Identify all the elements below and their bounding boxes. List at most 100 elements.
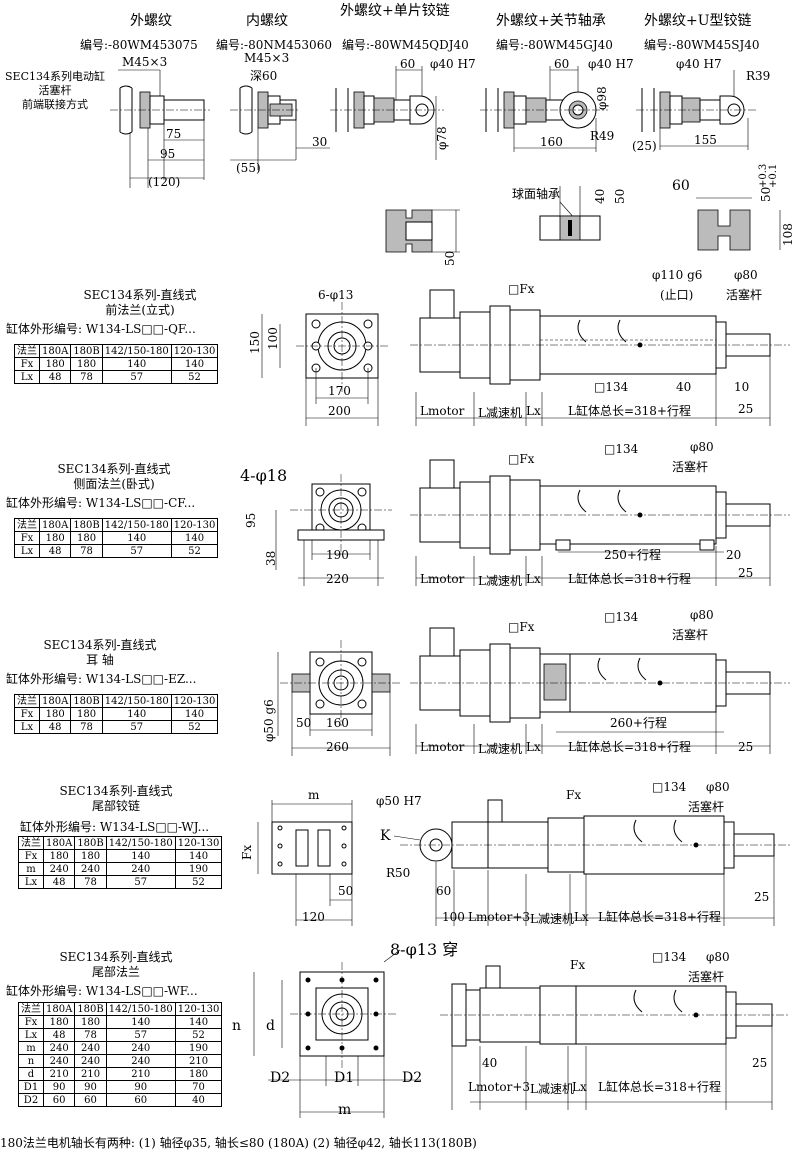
s4-phi80: φ80: [706, 780, 730, 794]
dim-phi40-clevis: φ40 H7: [430, 57, 476, 71]
table-cell: 190: [174, 1041, 223, 1055]
section2-title-1: SEC134系列-直线式: [57, 462, 171, 476]
s2-lmotor: Lmotor: [420, 572, 465, 586]
table-cell: 180B: [70, 518, 103, 532]
table-cell: 240: [42, 862, 76, 876]
dim-phi78: φ78: [435, 126, 449, 150]
section3-title: SEC134系列-直线式 耳 轴: [0, 638, 200, 668]
table-cell: 180: [38, 357, 72, 371]
table-cell: 240: [74, 862, 107, 876]
dim-phi40-u: φ40 H7: [676, 57, 722, 71]
s5-rod: 活塞杆: [688, 970, 725, 984]
section1-title: SEC134系列-直线式 前法兰(立式): [40, 288, 240, 318]
table-cell: 180A: [38, 694, 72, 708]
dim-30: 30: [312, 135, 327, 149]
dim-50-clevis: 50: [443, 251, 457, 266]
section2-code: 缸体外形编号: W134-LS□□-CF...: [6, 496, 196, 510]
dim-25: (25): [632, 139, 657, 153]
table-cell: 78: [74, 1028, 107, 1042]
table-cell: m: [18, 1041, 44, 1055]
s3-phi50: φ50 g6: [262, 699, 276, 742]
table-cell: 48: [38, 544, 72, 558]
u-clevis-detail: 60 50 +0.3 +0.1 108: [672, 164, 795, 251]
table-cell: 57: [101, 370, 172, 384]
s4-d50: 50: [338, 884, 354, 898]
s5-phi80: φ80: [706, 950, 730, 964]
table-cell: 240: [42, 1041, 76, 1055]
table-cell: 142/150-180: [105, 836, 176, 850]
internal-thread-sketch: M45×3 深60 (55) 30: [230, 51, 330, 175]
dim-55: (55): [236, 161, 261, 175]
dim-phi98: φ98: [595, 86, 609, 110]
table-cell: 52: [170, 370, 219, 384]
s5-n: n: [232, 1018, 242, 1034]
table-cell: Lx: [14, 720, 40, 734]
section2-cylinder: [410, 459, 790, 586]
rod-end-title-line3: 前端联接方式: [22, 98, 88, 111]
table-cell: 180: [38, 707, 72, 721]
table-cell: 140: [174, 1015, 223, 1029]
table-cell: 240: [42, 1054, 76, 1068]
s3-d160: 160: [326, 716, 349, 730]
dim-deep60: 深60: [250, 69, 277, 83]
s4-d60: 60: [436, 884, 452, 898]
section3-title-1: SEC134系列-直线式: [43, 638, 157, 652]
label-k: K: [380, 828, 391, 844]
table-cell: 180B: [74, 836, 107, 850]
section3-cylinder: [410, 627, 790, 754]
section5-title-1: SEC134系列-直线式: [59, 950, 173, 964]
table-cell: Fx: [14, 707, 40, 721]
dim-60-clevis: 60: [400, 57, 415, 71]
table-cell: 180: [38, 531, 72, 545]
s3-lx: Lx: [526, 740, 541, 754]
table-cell: Lx: [18, 1028, 44, 1042]
s1-rod: 活塞杆: [726, 288, 763, 302]
section4-code: 缸体外形编号: W134-LS□□-WJ...: [20, 820, 210, 834]
dim-108: 108: [781, 223, 795, 246]
table-cell: 90: [74, 1080, 107, 1094]
table-cell: D1: [18, 1080, 44, 1094]
s4-lmotor: Lmotor+3: [468, 910, 531, 924]
table-cell: 120-130: [170, 694, 219, 708]
table-cell: 90: [105, 1080, 176, 1094]
variant-title-4: 外螺纹+关节轴承: [496, 13, 606, 29]
ball-bearing-detail: 球面轴承 40 50: [512, 186, 627, 241]
table-cell: 180: [70, 357, 103, 371]
s1-lx: Lx: [526, 404, 541, 418]
s1-d25: 25: [738, 402, 754, 416]
table-cell: 210: [74, 1067, 107, 1081]
table-cell: 180: [70, 707, 103, 721]
table-cell: 140: [105, 849, 176, 863]
s4-lred: L减速机: [530, 912, 574, 926]
table-cell: d: [18, 1067, 44, 1081]
table-cell: 140: [101, 531, 172, 545]
s3-phi80: φ80: [690, 608, 714, 622]
table-cell: Fx: [18, 1015, 44, 1029]
section5-title: SEC134系列-直线式 尾部法兰: [16, 950, 216, 980]
s4-d120: 120: [302, 910, 325, 924]
section2-title: SEC134系列-直线式 侧面法兰(卧式): [14, 462, 214, 492]
table-cell: 140: [170, 707, 219, 721]
s1-d150: 150: [248, 331, 262, 354]
table-cell: 52: [170, 720, 219, 734]
dim-phi40-bearing: φ40 H7: [588, 57, 634, 71]
table-cell: 180A: [42, 1002, 76, 1016]
table-cell: 180: [174, 1067, 223, 1081]
dim-r39: R39: [746, 69, 770, 83]
s3-rod: 活塞杆: [672, 628, 709, 642]
table-cell: 240: [74, 1054, 107, 1068]
s2-phi80: φ80: [690, 440, 714, 454]
variant-title-3: 外螺纹+单片铰链: [340, 3, 450, 19]
table-cell: 78: [70, 720, 103, 734]
